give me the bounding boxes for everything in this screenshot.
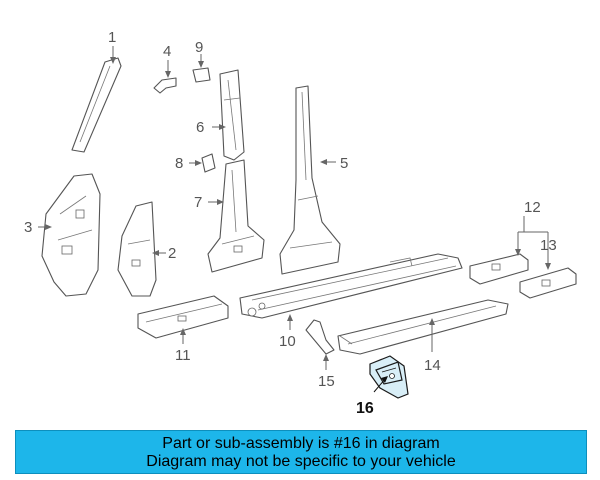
part-1-a-pillar-trim: 1 (71, 29, 122, 153)
callout-1: 1 (108, 29, 116, 46)
part-3-hinge-pillar: 3 (24, 173, 101, 297)
part-6-b-pillar-upper: 6 (196, 69, 245, 161)
part-13-rear-bracket: 13 (519, 231, 577, 299)
part-11-rocker-reinforcement: 11 (137, 295, 229, 364)
callout-4: 4 (163, 43, 171, 60)
callout-2: 2 (168, 245, 176, 262)
part-9-clip: 9 (192, 39, 211, 83)
callout-14: 14 (424, 357, 441, 374)
callout-5: 5 (340, 155, 348, 172)
part-15-curved-trim: 15 (305, 319, 335, 390)
callout-16: 16 (356, 400, 374, 417)
callout-15: 15 (318, 373, 335, 390)
callout-13: 13 (540, 237, 557, 254)
callout-11: 11 (175, 347, 191, 364)
banner-line-1: Part or sub-assembly is #16 in diagram (162, 435, 440, 452)
part-16-highlighted-bracket: 16 (356, 355, 409, 417)
part-2-lower-panel: 2 (117, 201, 176, 297)
part-7-b-pillar-inner: 7 (194, 159, 265, 273)
callout-9: 9 (195, 39, 203, 56)
part-4-bracket: 4 (153, 43, 177, 94)
callout-8: 8 (175, 155, 183, 172)
part-5-b-pillar-outer: 5 (279, 85, 348, 275)
part-14-inner-sill: 14 (337, 299, 509, 374)
part-10-rocker-panel: 10 (239, 253, 463, 350)
parts-diagram: 1 4 9 6 8 7 (24, 29, 577, 417)
info-banner: Part or sub-assembly is #16 in diagram D… (15, 430, 587, 474)
part-8-patch: 8 (175, 153, 216, 173)
banner-line-2: Diagram may not be specific to your vehi… (146, 453, 456, 470)
callout-12: 12 (524, 199, 541, 216)
callout-6: 6 (196, 119, 204, 136)
part-12-rear-bracket: 12 (469, 199, 541, 285)
callout-10: 10 (279, 333, 296, 350)
callout-3: 3 (24, 219, 32, 236)
callout-7: 7 (194, 194, 202, 211)
